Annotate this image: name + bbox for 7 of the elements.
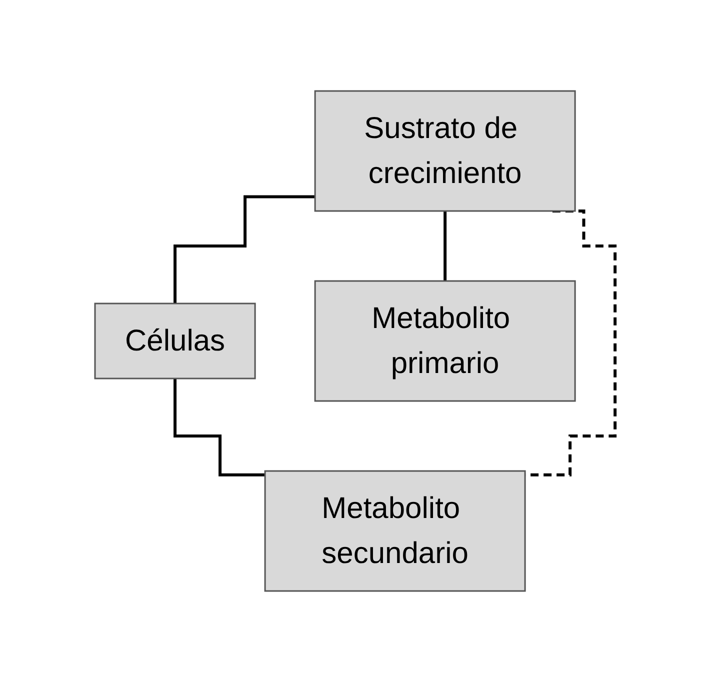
connector bbox=[174, 194, 316, 304]
node-box: Células bbox=[94, 302, 256, 379]
node-box: Metabolito secundario bbox=[264, 470, 526, 592]
connector bbox=[444, 209, 447, 282]
node-box: Metabolito primario bbox=[314, 280, 576, 402]
connector bbox=[174, 376, 266, 476]
node-box: Sustrato de crecimiento bbox=[314, 90, 576, 212]
